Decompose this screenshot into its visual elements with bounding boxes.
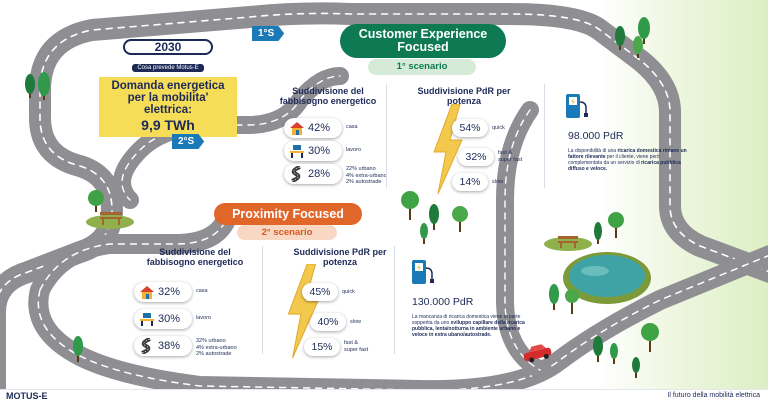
s1-power-fast-pct: 32%: [458, 148, 494, 166]
s1-energy-label-home: casa: [346, 124, 358, 130]
s1-energy-label-road: 22% urbano 4% extra-urbano 2% autostrade: [346, 166, 387, 185]
s1-power-quick-label: quick: [492, 125, 505, 131]
divider: [262, 246, 263, 354]
bench-right: [558, 236, 578, 248]
demand-value: 9,9 TWh: [141, 117, 195, 133]
lightning-bolt-icon: [287, 264, 319, 358]
divider: [394, 246, 395, 354]
s1-power-title: Suddivisione PdR per potenza: [417, 86, 511, 106]
s1-power-slow-pct: 14%: [452, 173, 488, 191]
s2-power-quick-pct: 45%: [302, 283, 338, 301]
divider: [386, 84, 387, 188]
demand-title: Domanda energetica per la mobilita' elet…: [111, 80, 225, 116]
sign-scenario-2: 2°S: [172, 134, 205, 149]
red-car-icon: [523, 344, 552, 363]
s2-power-quick-label: quick: [342, 289, 355, 295]
scenario-1-title: Customer Experience Focused: [340, 24, 506, 58]
road-icon: [141, 338, 151, 354]
s1-power-slow-label: slow: [492, 179, 504, 185]
footer: MOTUS-E Il futuro della mobilità elettri…: [0, 389, 768, 403]
year-badge: 2030: [123, 39, 213, 55]
road-lower: [28, 210, 768, 401]
sign-scenario-1: 1°S: [252, 26, 285, 41]
scenario-2-subtitle: 2° scenario: [237, 225, 337, 240]
summary-box: 2030 Cosa prevede Motus-E Domanda energe…: [98, 38, 238, 137]
s1-pdr-description: La disponibilità di una ricarica domesti…: [568, 148, 687, 172]
s2-pdr-count: 130.000 PdR: [412, 296, 474, 308]
s2-power-slow-label: slow: [350, 319, 362, 325]
s1-power-quick-pct: 54%: [452, 119, 488, 137]
s2-power-fast-pct: 15%: [304, 338, 340, 356]
charging-station-icon: [412, 260, 434, 284]
s1-energy-label-work: lavoro: [346, 147, 361, 153]
divider: [544, 84, 545, 188]
office-desk-icon: [140, 313, 154, 326]
s1-power-fast-label: fast & super fast: [498, 150, 523, 163]
s2-pdr-description: La mancanza di ricarica domestica viene …: [412, 314, 525, 338]
s2-power-fast-label: fast & super fast: [344, 340, 369, 353]
road-icon: [291, 166, 301, 182]
s2-power-slow-pct: 40%: [310, 313, 346, 331]
s2-power-title: Suddivisione PdR per potenza: [293, 247, 387, 267]
s1-pdr-count: 98.000 PdR: [568, 130, 624, 142]
lightning-bolt-icon: [433, 104, 463, 194]
demand-panel: Domanda energetica per la mobilita' elet…: [99, 77, 237, 137]
source-label: Cosa prevede Motus-E: [132, 64, 204, 72]
house-icon: [290, 122, 304, 135]
s1-energy-title: Suddivisione del fabbisogno energetico: [279, 86, 377, 106]
s2-energy-title: Suddivisione del fabbisogno energetico: [146, 247, 244, 267]
office-desk-icon: [290, 145, 304, 158]
footer-tagline: Il futuro della mobilità elettrica: [667, 392, 760, 399]
charging-station-icon: [566, 94, 588, 118]
motus-e-logo: MOTUS-E: [6, 391, 48, 401]
s2-energy-label-home: casa: [196, 288, 208, 294]
house-icon: [140, 286, 154, 299]
s2-energy-label-work: lavoro: [196, 315, 211, 321]
trees: [25, 17, 659, 378]
scenario-2-title: Proximity Focused: [214, 203, 362, 225]
s2-energy-label-road: 32% urbano 4% extra-urbano 2% autostrade: [196, 338, 237, 357]
bench-left: [100, 212, 122, 225]
scenario-1-subtitle: 1° scenario: [368, 59, 476, 75]
